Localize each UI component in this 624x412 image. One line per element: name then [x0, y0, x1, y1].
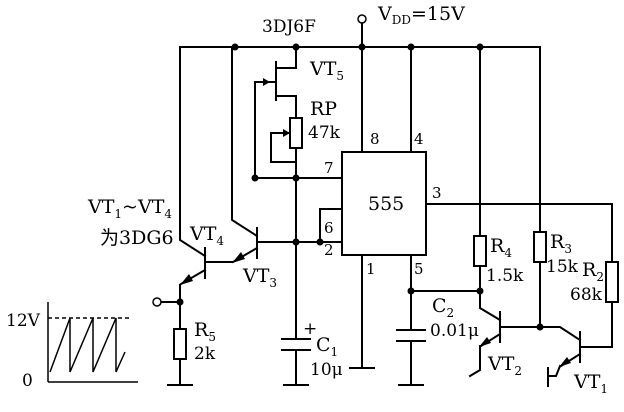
wave-high-label: 12V [6, 311, 41, 331]
rp-name: RP [310, 98, 337, 120]
vt3-label: VT3 [242, 265, 277, 290]
pin-5: 5 [414, 260, 424, 278]
pin-7: 7 [324, 159, 334, 177]
r2-resistor: R2 68k [570, 259, 619, 348]
pin-1: 1 [366, 260, 376, 278]
pin-8: 8 [370, 130, 380, 148]
pin-6: 6 [324, 219, 334, 237]
rp-value: 47k [308, 123, 341, 143]
vdd-terminal [357, 14, 367, 24]
pin-2: 2 [324, 241, 334, 259]
r3-label: R3 [550, 231, 572, 256]
vt4-transistor: VT4 [179, 46, 233, 286]
c1-label: C1 [316, 334, 338, 359]
ic-name: 555 [368, 193, 404, 215]
output-terminal [152, 297, 162, 307]
r4-value: 1.5k [486, 266, 524, 286]
pin6-pin2-node [262, 208, 343, 246]
r5-label: R5 [194, 319, 216, 344]
ic-555: 555 8 4 7 6 2 1 5 3 [324, 46, 613, 369]
vdd-label: VDD=15V [377, 3, 465, 27]
c2-value: 0.01μ [430, 321, 479, 341]
output-r5: R5 2k [152, 284, 216, 386]
c1-capacitor: + C1 10μ [281, 319, 343, 386]
r5-value: 2k [194, 344, 216, 364]
wave-low-label: 0 [22, 371, 33, 391]
c2-label: C2 [432, 295, 454, 320]
r2-label: R2 [582, 259, 604, 284]
r4-resistor: R4 1.5k [473, 46, 524, 292]
pin-4: 4 [414, 130, 424, 148]
fet-type-label: 3DJ6F [262, 17, 316, 37]
vt5-label: VT5 [309, 58, 344, 83]
vdd-rail: VDD=15V 3DJ6F [179, 3, 541, 51]
c2-capacitor: C2 0.01μ [396, 287, 484, 386]
note-line1: VT1~VT4 [87, 196, 172, 221]
r3-value: 15k [546, 257, 579, 277]
vt3-transistor: VT3 [231, 46, 277, 290]
sawtooth-waveform: 12V 0 [6, 302, 138, 391]
vt2-transistor: VT2 [468, 290, 544, 378]
r4-label: R4 [490, 235, 512, 260]
c1-value: 10μ [310, 360, 343, 380]
transistor-note: VT1~VT4 为3DG6 [87, 196, 174, 249]
vt2-label: VT2 [487, 353, 522, 378]
vt1-transistor: VT1 [539, 326, 608, 396]
r3-resistor: R3 15k [533, 46, 579, 328]
pin-3: 3 [432, 184, 442, 202]
vt4-label: VT4 [189, 223, 224, 248]
r2-value: 68k [570, 285, 603, 305]
vt1-label: VT1 [573, 371, 608, 396]
rp-potentiometer: RP 47k [270, 98, 341, 179]
vt5-jfet: VT5 [254, 46, 344, 179]
note-line2: 为3DG6 [100, 227, 174, 249]
pin7-node [251, 174, 343, 340]
c1-plus: + [303, 319, 317, 339]
